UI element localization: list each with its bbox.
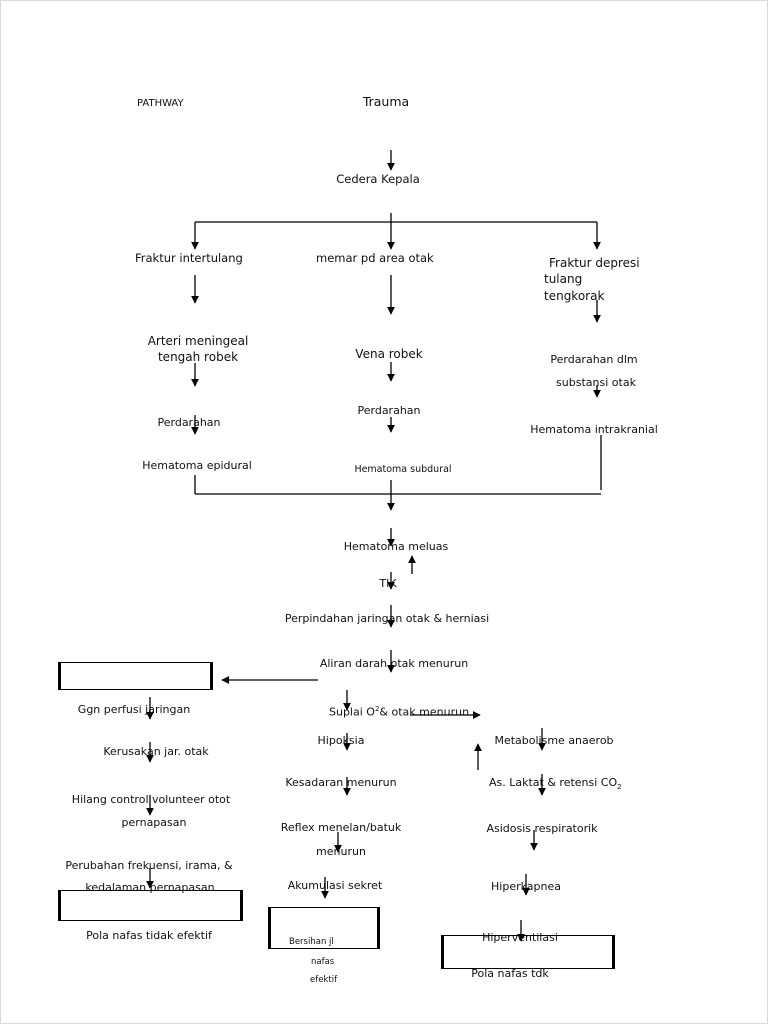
node-tik: TIK: [379, 577, 397, 590]
node-fraktur-depresi-3: tengkorak: [544, 289, 605, 303]
node-cedera-kepala: Cedera Kepala: [336, 172, 420, 186]
node-vena-robek: Vena robek: [355, 347, 423, 361]
pathway-label: PATHWAY: [137, 98, 184, 109]
node-trauma: Trauma: [362, 94, 410, 109]
node-perubahan-1: Perubahan frekuensi, irama, &: [65, 859, 233, 872]
node-bersihan-1: Bersihan jl: [289, 937, 334, 947]
node-perpindahan: Perpindahan jaringan otak & herniasi: [284, 612, 490, 625]
node-metabolisme: Metabolisme anaerob: [494, 734, 614, 747]
node-asidosis: Asidosis respiratorik: [486, 822, 598, 835]
node-arteri-1: Arteri meningeal: [147, 334, 249, 348]
node-perdarahan-dlm-2: substansi otak: [556, 376, 636, 389]
laktat-text: As. Laktat & retensi CO: [489, 776, 618, 789]
node-hematoma-meluas: Hematoma meluas: [343, 540, 449, 553]
node-laktat: As. Laktat & retensi CO2: [489, 776, 622, 794]
node-hematoma-subdural: Hematoma subdural: [354, 464, 452, 475]
node-reflex-2: menurun: [316, 845, 366, 858]
laktat-subscript: 2: [617, 783, 622, 792]
node-ggn-perfusi: Ggn perfusi jaringan: [77, 703, 191, 716]
box-pola-nafas-left: [58, 890, 243, 921]
node-suplai: Suplai O2& otak menurun: [329, 703, 469, 719]
suplai-text-post: & otak menurun: [379, 705, 470, 719]
node-aliran: Aliran darah otak menurun: [319, 657, 469, 670]
node-memar: memar pd area otak: [316, 251, 434, 265]
node-hilang-1: Hilang control volunteer otot: [71, 793, 231, 806]
suplai-text: Suplai O: [329, 705, 375, 719]
node-fraktur-intertulang: Fraktur intertulang: [135, 251, 243, 265]
node-hematoma-epidural: Hematoma epidural: [142, 459, 252, 472]
suplai-superscript: 2: [374, 705, 380, 713]
node-arteri-2: tengah robek: [157, 350, 239, 364]
node-pola-nafas-right: Pola nafas tdk: [471, 967, 549, 980]
node-pola-nafas-left: Pola nafas tidak efektif: [86, 929, 212, 942]
node-bersihan-3: efektif: [310, 975, 338, 985]
node-fraktur-depresi-1: Fraktur depresi: [549, 256, 640, 270]
node-hipoksia: Hipoksia: [317, 734, 365, 747]
node-hilang-2: pernapasan: [121, 816, 187, 829]
node-perdarahan-dlm-1: Perdarahan dlm: [550, 353, 638, 366]
node-bersihan-2: nafas: [311, 957, 335, 967]
box-pola-nafas-right: [441, 935, 615, 969]
node-hiperkapnea: Hiperkapnea: [491, 880, 561, 893]
node-fraktur-depresi-2: tulang: [544, 272, 583, 286]
node-perubahan-2: kedalaman pernapasan: [85, 881, 215, 894]
node-akumulasi: Akumulasi sekret: [287, 879, 383, 892]
node-perdarahan-left: Perdarahan: [157, 416, 221, 429]
node-hiperventilasi: Hiperventilasi: [482, 931, 558, 944]
node-kesadaran: Kesadaran menurun: [285, 776, 397, 789]
node-reflex-1: Reflex menelan/batuk: [280, 821, 402, 834]
node-hematoma-intrakranial: Hematoma intrakranial: [530, 423, 658, 436]
empty-box-top-left: [58, 662, 213, 690]
node-perdarahan-mid: Perdarahan: [357, 404, 421, 417]
node-kerusakan: Kerusakan jar. otak: [103, 745, 209, 758]
box-bersihan: [268, 907, 380, 949]
